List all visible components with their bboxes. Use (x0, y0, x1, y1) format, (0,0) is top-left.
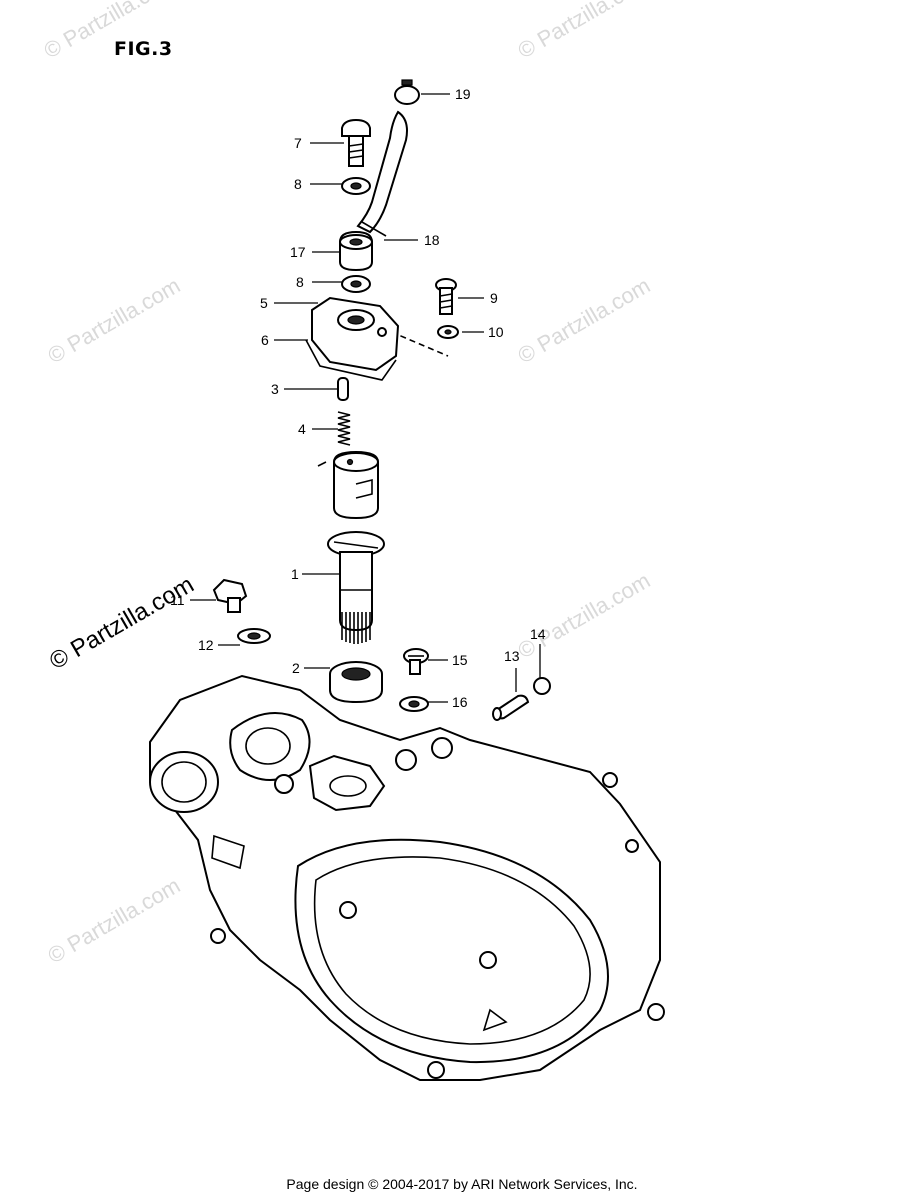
part-12-washer (237, 628, 271, 644)
callout-13: 13 (504, 648, 520, 664)
part-6-gasket (305, 339, 397, 381)
part-2-oil-seal (329, 661, 383, 704)
callout-5: 5 (260, 295, 268, 311)
callout-12: 12 (198, 637, 214, 653)
callout-3: 3 (271, 381, 279, 397)
callout-10: 10 (488, 324, 504, 340)
part-10-washer (437, 325, 459, 339)
part-17-union (339, 230, 373, 272)
figure-title: FIG.3 (114, 38, 173, 60)
callout-15: 15 (452, 652, 468, 668)
part-15-screw (403, 648, 429, 675)
callout-7: 7 (294, 135, 302, 151)
callout-11: 11 (170, 592, 185, 608)
callout-19: 19 (455, 86, 471, 102)
part-1-valve-shaft (327, 531, 385, 644)
part-19-hose-clamp (394, 79, 420, 105)
part-11-bolt (212, 578, 248, 613)
part-8-washer (341, 275, 371, 293)
part-4-spring (337, 411, 351, 446)
part-8-washer (341, 177, 371, 195)
part-3-pin (337, 377, 349, 401)
callout-4: 4 (298, 421, 306, 437)
part-18-hose (356, 110, 408, 237)
part-7-bolt (341, 118, 371, 167)
part-9-screw (435, 278, 457, 315)
part-14-o-ring (533, 677, 551, 695)
callout-17: 17 (290, 244, 306, 260)
leader-lines (190, 93, 541, 703)
part-rotary-valve (317, 450, 379, 520)
crankcase-cover (149, 674, 665, 1081)
callout-18: 18 (424, 232, 440, 248)
callout-8: 8 (294, 176, 302, 192)
part-16-washer (399, 696, 429, 712)
callout-8: 8 (296, 274, 304, 290)
part-5-pump-cover (311, 296, 400, 372)
callout-14: 14 (530, 626, 546, 642)
callout-16: 16 (452, 694, 468, 710)
callout-9: 9 (490, 290, 498, 306)
callout-6: 6 (261, 332, 269, 348)
callout-1: 1 (291, 566, 299, 582)
part-13-dowel-pin (492, 694, 530, 721)
callout-2: 2 (292, 660, 300, 676)
footer-copyright: Page design © 2004-2017 by ARI Network S… (286, 1176, 638, 1192)
